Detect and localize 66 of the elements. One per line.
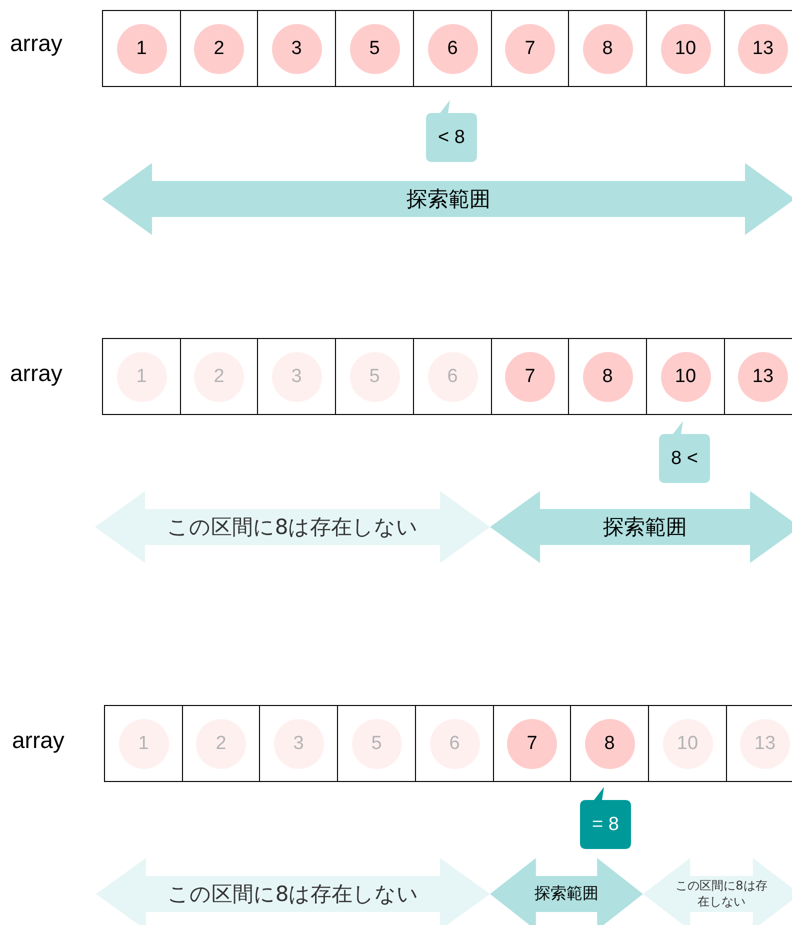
speech-bubble: 8 < <box>659 421 710 483</box>
number-circle: 3 <box>272 352 322 402</box>
range-indicator: 探索範囲 <box>102 163 792 235</box>
number-circle: 1 <box>116 352 166 402</box>
array-cell <box>257 338 336 415</box>
number-circle: 10 <box>662 718 712 768</box>
number-circle: 10 <box>660 352 710 402</box>
number-circle: 7 <box>505 24 555 74</box>
number-circle: 3 <box>274 718 324 768</box>
array-cell <box>257 10 336 87</box>
number-circle: 7 <box>505 352 555 402</box>
row-label: array <box>10 360 62 387</box>
array-cell <box>568 10 647 87</box>
array-cell <box>337 705 416 782</box>
number-circle: 5 <box>350 352 400 402</box>
array-cell <box>104 705 183 782</box>
number-circle: 8 <box>584 718 634 768</box>
number-circle: 1 <box>116 24 166 74</box>
row-label: array <box>10 30 62 57</box>
array-cell <box>335 338 414 415</box>
array-cell <box>413 10 492 87</box>
array-cell <box>491 10 569 87</box>
array-cell <box>491 338 569 415</box>
array-cell <box>182 705 260 782</box>
array-cell <box>102 10 181 87</box>
number-circle: 6 <box>430 718 480 768</box>
array-cell <box>726 705 792 782</box>
range-indicator: 探索範囲 <box>490 858 643 925</box>
array-cell <box>646 10 725 87</box>
range-indicator: 探索範囲 <box>490 491 792 563</box>
number-circle: 5 <box>350 24 400 74</box>
array-cell <box>724 338 792 415</box>
array-cell <box>259 705 338 782</box>
number-circle: 13 <box>738 352 788 402</box>
array-cell <box>568 338 647 415</box>
speech-bubble: < 8 <box>426 100 477 162</box>
array-cell <box>646 338 725 415</box>
array-cell <box>180 338 258 415</box>
array-cell <box>180 10 258 87</box>
number-circle: 3 <box>272 24 322 74</box>
number-circle: 13 <box>738 24 788 74</box>
number-circle: 5 <box>352 718 402 768</box>
number-circle: 2 <box>196 718 246 768</box>
array-cell <box>102 338 181 415</box>
range-indicator: この区間に8は存在しない <box>96 858 490 925</box>
range-indicator: この区間に8は存在しない <box>643 858 792 925</box>
number-circle: 2 <box>194 352 244 402</box>
array-cell <box>335 10 414 87</box>
array-cell <box>493 705 571 782</box>
array-cell <box>415 705 494 782</box>
number-circle: 13 <box>740 718 790 768</box>
array-cell <box>724 10 792 87</box>
row-label: array <box>12 727 64 754</box>
array-cell <box>570 705 649 782</box>
number-circle: 7 <box>507 718 557 768</box>
number-circle: 8 <box>582 352 632 402</box>
number-circle: 2 <box>194 24 244 74</box>
array-cell <box>648 705 727 782</box>
range-indicator: この区間に8は存在しない <box>95 491 490 563</box>
number-circle: 6 <box>428 352 478 402</box>
speech-bubble: = 8 <box>580 787 631 849</box>
number-circle: 6 <box>428 24 478 74</box>
number-circle: 10 <box>660 24 710 74</box>
number-circle: 1 <box>118 718 168 768</box>
array-cell <box>413 338 492 415</box>
number-circle: 8 <box>582 24 632 74</box>
